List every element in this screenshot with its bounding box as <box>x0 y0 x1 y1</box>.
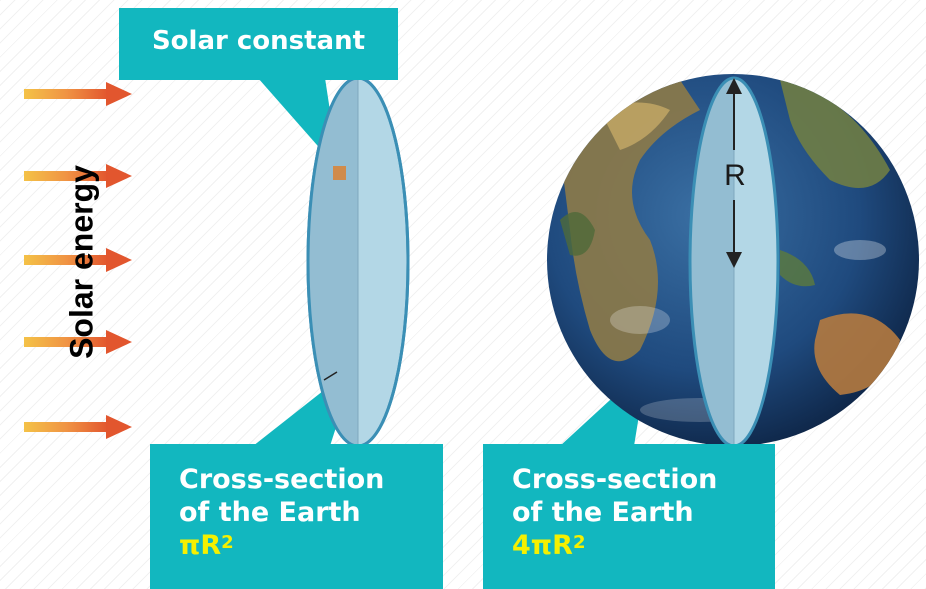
area-formula: πR2 <box>179 529 443 562</box>
solar-arrow <box>24 164 132 188</box>
formula-base: πR <box>179 530 222 561</box>
solar-constant-label: Solar constant <box>151 26 366 56</box>
formula-base: 4πR <box>512 530 573 561</box>
callout-line: of the Earth <box>512 497 694 528</box>
formula-exponent: 2 <box>572 532 586 553</box>
globe-cross-section-disk <box>688 76 780 448</box>
right-cross-section-callout: Cross-section of the Earth 4πR2 <box>483 444 775 589</box>
callout-line: of the Earth <box>179 497 361 528</box>
solar-arrows <box>24 82 132 439</box>
surface-formula: 4πR2 <box>512 529 775 562</box>
solar-constant-patch <box>333 166 346 180</box>
solar-arrow <box>24 248 132 272</box>
solar-arrow <box>24 82 132 106</box>
earth-globe <box>547 74 919 446</box>
callout-line: Cross-section <box>179 464 385 495</box>
solar-arrow <box>24 330 132 354</box>
formula-exponent: 2 <box>221 532 234 553</box>
solar-energy-label: Solar energy <box>63 165 100 359</box>
radius-label: R <box>724 159 746 192</box>
solar-arrow <box>24 415 132 439</box>
left-cross-section-callout: Cross-section of the Earth πR2 <box>150 444 443 589</box>
callout-line: Cross-section <box>512 464 718 495</box>
cross-section-disk <box>306 76 410 448</box>
solar-constant-callout: Solar constant <box>119 8 398 80</box>
